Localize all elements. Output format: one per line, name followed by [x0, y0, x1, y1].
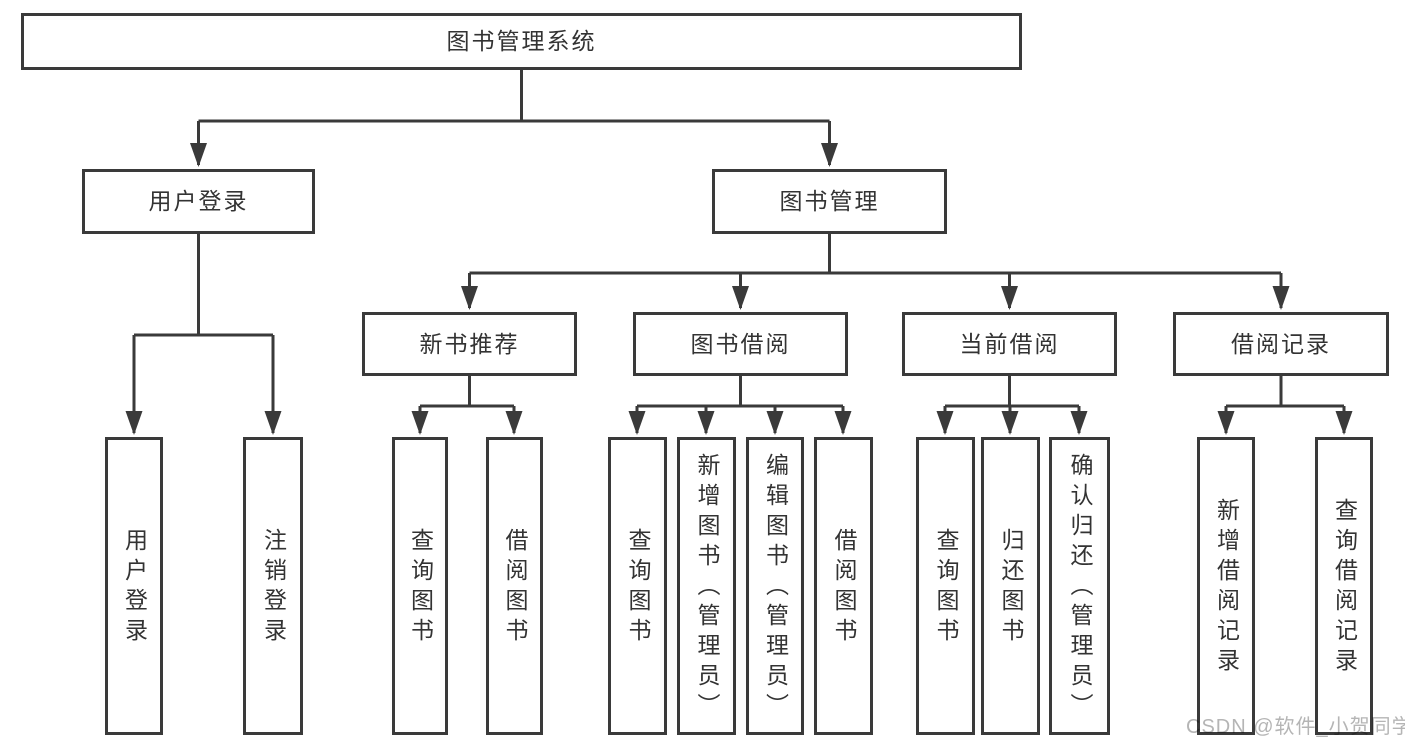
- node-new-book-recommend: 新书推荐: [362, 312, 577, 376]
- leaf-edit-books-admin: 编辑图书（管理员）: [746, 437, 804, 735]
- leaf-logout: 注销登录: [243, 437, 303, 735]
- leaf-borrow-books: 借阅图书: [814, 437, 873, 735]
- leaf-query-books-recommend: 查询图书: [392, 437, 448, 735]
- leaf-borrow-books-recommend: 借阅图书: [486, 437, 543, 735]
- node-borrow-records: 借阅记录: [1173, 312, 1389, 376]
- csdn-watermark: CSDN @软件_小贺同学: [1186, 716, 1405, 738]
- leaf-query-books-current: 查询图书: [916, 437, 975, 735]
- node-book-management: 图书管理: [712, 169, 947, 234]
- leaf-add-borrow-record: 新增借阅记录: [1197, 437, 1255, 735]
- leaf-return-books: 归还图书: [981, 437, 1040, 735]
- node-current-borrow: 当前借阅: [902, 312, 1117, 376]
- node-user-login: 用户登录: [82, 169, 315, 234]
- leaf-query-borrow-record: 查询借阅记录: [1315, 437, 1373, 735]
- node-root-system: 图书管理系统: [21, 13, 1022, 70]
- leaf-query-books-borrow: 查询图书: [608, 437, 667, 735]
- leaf-user-login: 用户登录: [105, 437, 163, 735]
- leaf-add-books-admin: 新增图书（管理员）: [677, 437, 736, 735]
- node-book-borrow: 图书借阅: [633, 312, 848, 376]
- leaf-confirm-return-admin: 确认归还（管理员）: [1049, 437, 1110, 735]
